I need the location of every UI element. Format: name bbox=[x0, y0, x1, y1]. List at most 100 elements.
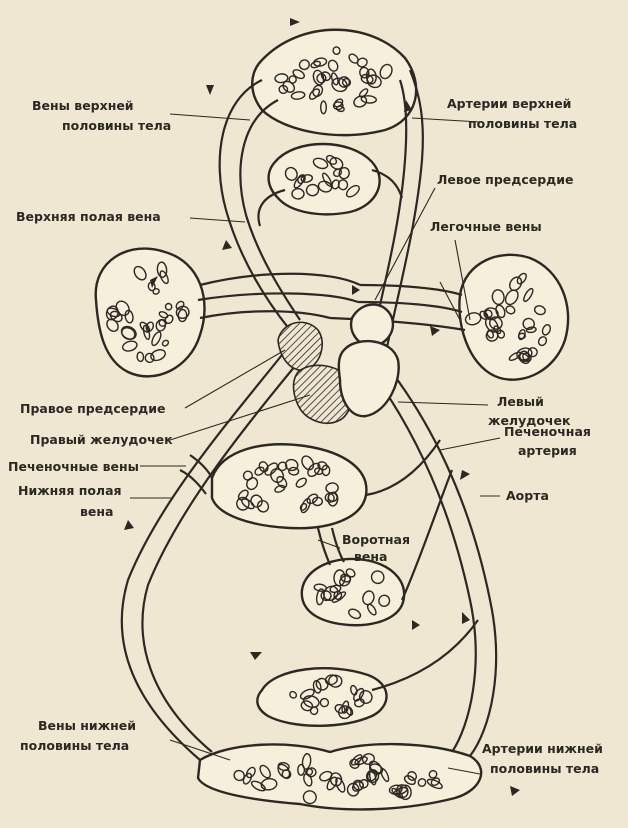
capillary-cell bbox=[327, 59, 339, 72]
capillary-cell bbox=[161, 339, 170, 347]
capillary-cell bbox=[164, 302, 173, 311]
capillary-cell bbox=[349, 758, 360, 769]
capillary-cell bbox=[313, 57, 328, 67]
label-portal-vein-2: вена bbox=[354, 549, 387, 564]
capillary-cell bbox=[345, 706, 354, 716]
label-inferior-vena-cava-2: вена bbox=[80, 504, 113, 519]
capillary-cell bbox=[319, 697, 330, 708]
capillary-cell bbox=[378, 594, 391, 607]
capillary-cell bbox=[327, 492, 338, 503]
capillary-cell bbox=[335, 777, 346, 793]
capillary-cell bbox=[358, 779, 369, 789]
right-lung-capillaries bbox=[94, 247, 206, 378]
capillary-cell bbox=[299, 688, 315, 700]
label-lower-veins-2: половины тела bbox=[20, 738, 129, 753]
pointer-lines bbox=[130, 113, 501, 775]
capillary-cell bbox=[293, 175, 305, 189]
capillary-cell bbox=[288, 75, 297, 84]
capillary-cell bbox=[277, 762, 290, 771]
capillary-cell bbox=[407, 771, 418, 781]
capillary-cell bbox=[297, 763, 306, 776]
capillary-cell bbox=[464, 312, 482, 326]
capillary-cell bbox=[353, 687, 365, 702]
capillary-cell bbox=[316, 73, 327, 84]
capillary-cell bbox=[525, 326, 537, 334]
capillary-cell bbox=[358, 88, 369, 98]
capillary-cell bbox=[290, 91, 306, 100]
capillary-cell bbox=[288, 466, 300, 476]
label-hepatic-artery-2: артерия bbox=[518, 443, 577, 458]
upper-body-capillaries bbox=[251, 28, 418, 137]
capillary-cell bbox=[242, 772, 253, 785]
capillary-cell bbox=[324, 674, 338, 686]
capillary-cell bbox=[359, 66, 370, 79]
capillary-cell bbox=[121, 327, 136, 340]
label-lower-arteries-2: половины тела bbox=[490, 761, 599, 776]
capillary-cell bbox=[346, 782, 360, 797]
capillary-cell bbox=[335, 105, 345, 113]
label-upper-veins: Вены верхней bbox=[32, 98, 134, 113]
liver-capillaries bbox=[300, 557, 406, 627]
capillary-cell bbox=[256, 500, 270, 513]
capillary-cell bbox=[306, 493, 319, 505]
capillary-cell bbox=[254, 466, 265, 476]
capillary-cell bbox=[329, 584, 342, 594]
capillary-cell bbox=[368, 760, 383, 774]
capillary-cell bbox=[360, 95, 377, 104]
capillary-cell bbox=[151, 331, 162, 347]
left-atrium-shape bbox=[349, 303, 395, 348]
capillary-cell bbox=[245, 766, 256, 779]
capillary-cell bbox=[495, 304, 506, 319]
capillary-cell bbox=[301, 455, 315, 471]
capillary-cell bbox=[366, 74, 382, 89]
capillary-cell bbox=[284, 458, 299, 472]
capillary-cell bbox=[282, 80, 296, 93]
capillary-cell bbox=[144, 352, 155, 364]
capillary-cell bbox=[106, 318, 119, 333]
capillary-cell bbox=[152, 288, 160, 295]
capillary-cell bbox=[395, 784, 409, 799]
capillary-cell bbox=[159, 270, 169, 285]
capillary-cell bbox=[105, 305, 119, 321]
label-aorta: Аорта bbox=[506, 488, 549, 503]
capillary-cell bbox=[332, 46, 341, 55]
left-lung-capillaries bbox=[458, 253, 570, 381]
capillary-cell bbox=[332, 101, 344, 111]
capillary-cell bbox=[295, 477, 307, 488]
capillary-cell bbox=[121, 340, 138, 352]
right-atrium-shape bbox=[277, 321, 323, 371]
capillary-cell bbox=[246, 477, 259, 491]
label-right-atrium: Правое предсердие bbox=[20, 401, 166, 416]
capillary-cell bbox=[320, 100, 328, 115]
capillary-cell bbox=[341, 77, 352, 87]
capillary-cell bbox=[496, 329, 506, 339]
capillary-cell bbox=[156, 261, 168, 278]
capillary-cell bbox=[333, 98, 344, 108]
capillary-cell bbox=[136, 351, 145, 363]
capillary-cell bbox=[270, 468, 285, 484]
capillary-cell bbox=[331, 591, 347, 603]
capillary-cell bbox=[489, 316, 503, 330]
capillary-cell bbox=[259, 764, 271, 779]
capillary-cell bbox=[175, 300, 185, 310]
label-hepatic-veins: Печеночные вены bbox=[8, 459, 139, 474]
capillary-cell bbox=[291, 187, 305, 200]
capillary-cell bbox=[379, 63, 393, 80]
capillary-cell bbox=[491, 289, 505, 306]
capillary-cell bbox=[175, 305, 190, 320]
label-left-ventricle: Левый bbox=[497, 394, 544, 409]
label-hepatic-artery: Печеночная bbox=[504, 424, 591, 439]
capillary-cell bbox=[158, 311, 169, 319]
capillary-cell bbox=[277, 763, 291, 779]
capillary-cell bbox=[289, 690, 298, 699]
capillary-cell bbox=[505, 305, 516, 315]
capillary-cell bbox=[519, 350, 530, 363]
intestine-capillaries bbox=[210, 443, 368, 530]
capillary-cell bbox=[348, 53, 359, 64]
lower-body-mid-capillaries bbox=[256, 667, 388, 727]
capillary-cell bbox=[329, 156, 344, 170]
capillary-cell bbox=[403, 775, 416, 786]
capillary-cell bbox=[362, 590, 375, 606]
capillary-cell bbox=[310, 60, 321, 69]
capillary-cell bbox=[312, 157, 329, 170]
